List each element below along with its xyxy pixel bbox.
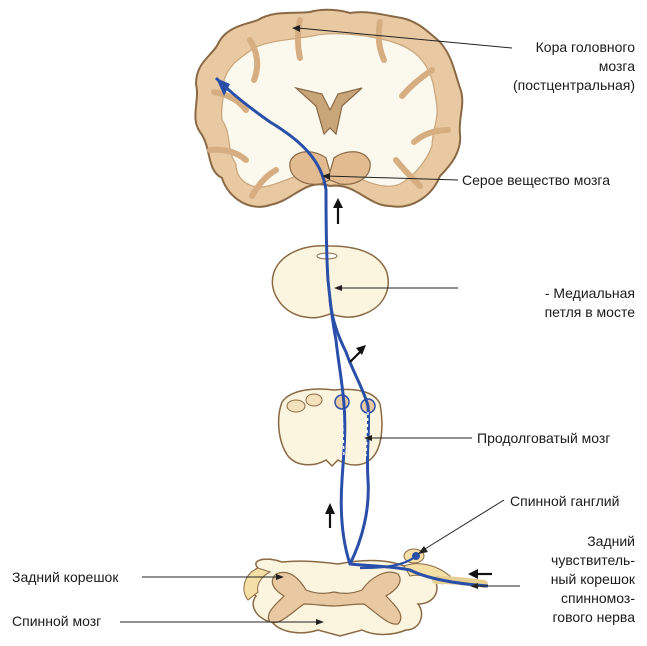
label-cortex: Кора головного мозга (постцентральная) [513,38,635,95]
left-arrow-icon [468,569,492,579]
label-spinal-ganglion: Спинной ганглий [510,492,619,511]
label-medulla: Продолговатый мозг [477,429,610,448]
label-root-line: чувствитель- [551,551,635,570]
label-root-line: гового нерва [551,608,635,627]
label-medial-lemniscus: - Медиальная петля в мосте [545,284,635,322]
label-root-line: Задний [551,532,635,551]
label-spinal-cord: Спинной мозг [12,612,101,631]
label-root-line: ный корешок [551,570,635,589]
label-dorsal-sensory-root: Задний чувствитель- ный корешок спинномо… [551,532,635,627]
inferior-olive [306,394,322,406]
label-root-line: спинномоз- [551,589,635,608]
label-cortex-line: Кора головного [513,38,635,57]
spinal-cord-section [244,549,484,636]
up-arrow-icon [333,198,343,224]
label-cortex-line: мозга [513,57,635,76]
label-gray-matter: Серое вещество мозга [462,171,610,190]
up-arrow-icon [350,345,366,362]
leader-ganglion [420,500,504,552]
label-lemniscus-line: петля в мосте [545,303,635,322]
label-dorsal-root: Задний корешок [12,568,118,587]
inferior-olive [287,400,305,412]
label-lemniscus-line: - Медиальная [545,284,635,303]
label-cortex-line: (постцентральная) [513,76,635,95]
up-arrow-icon [325,503,335,528]
